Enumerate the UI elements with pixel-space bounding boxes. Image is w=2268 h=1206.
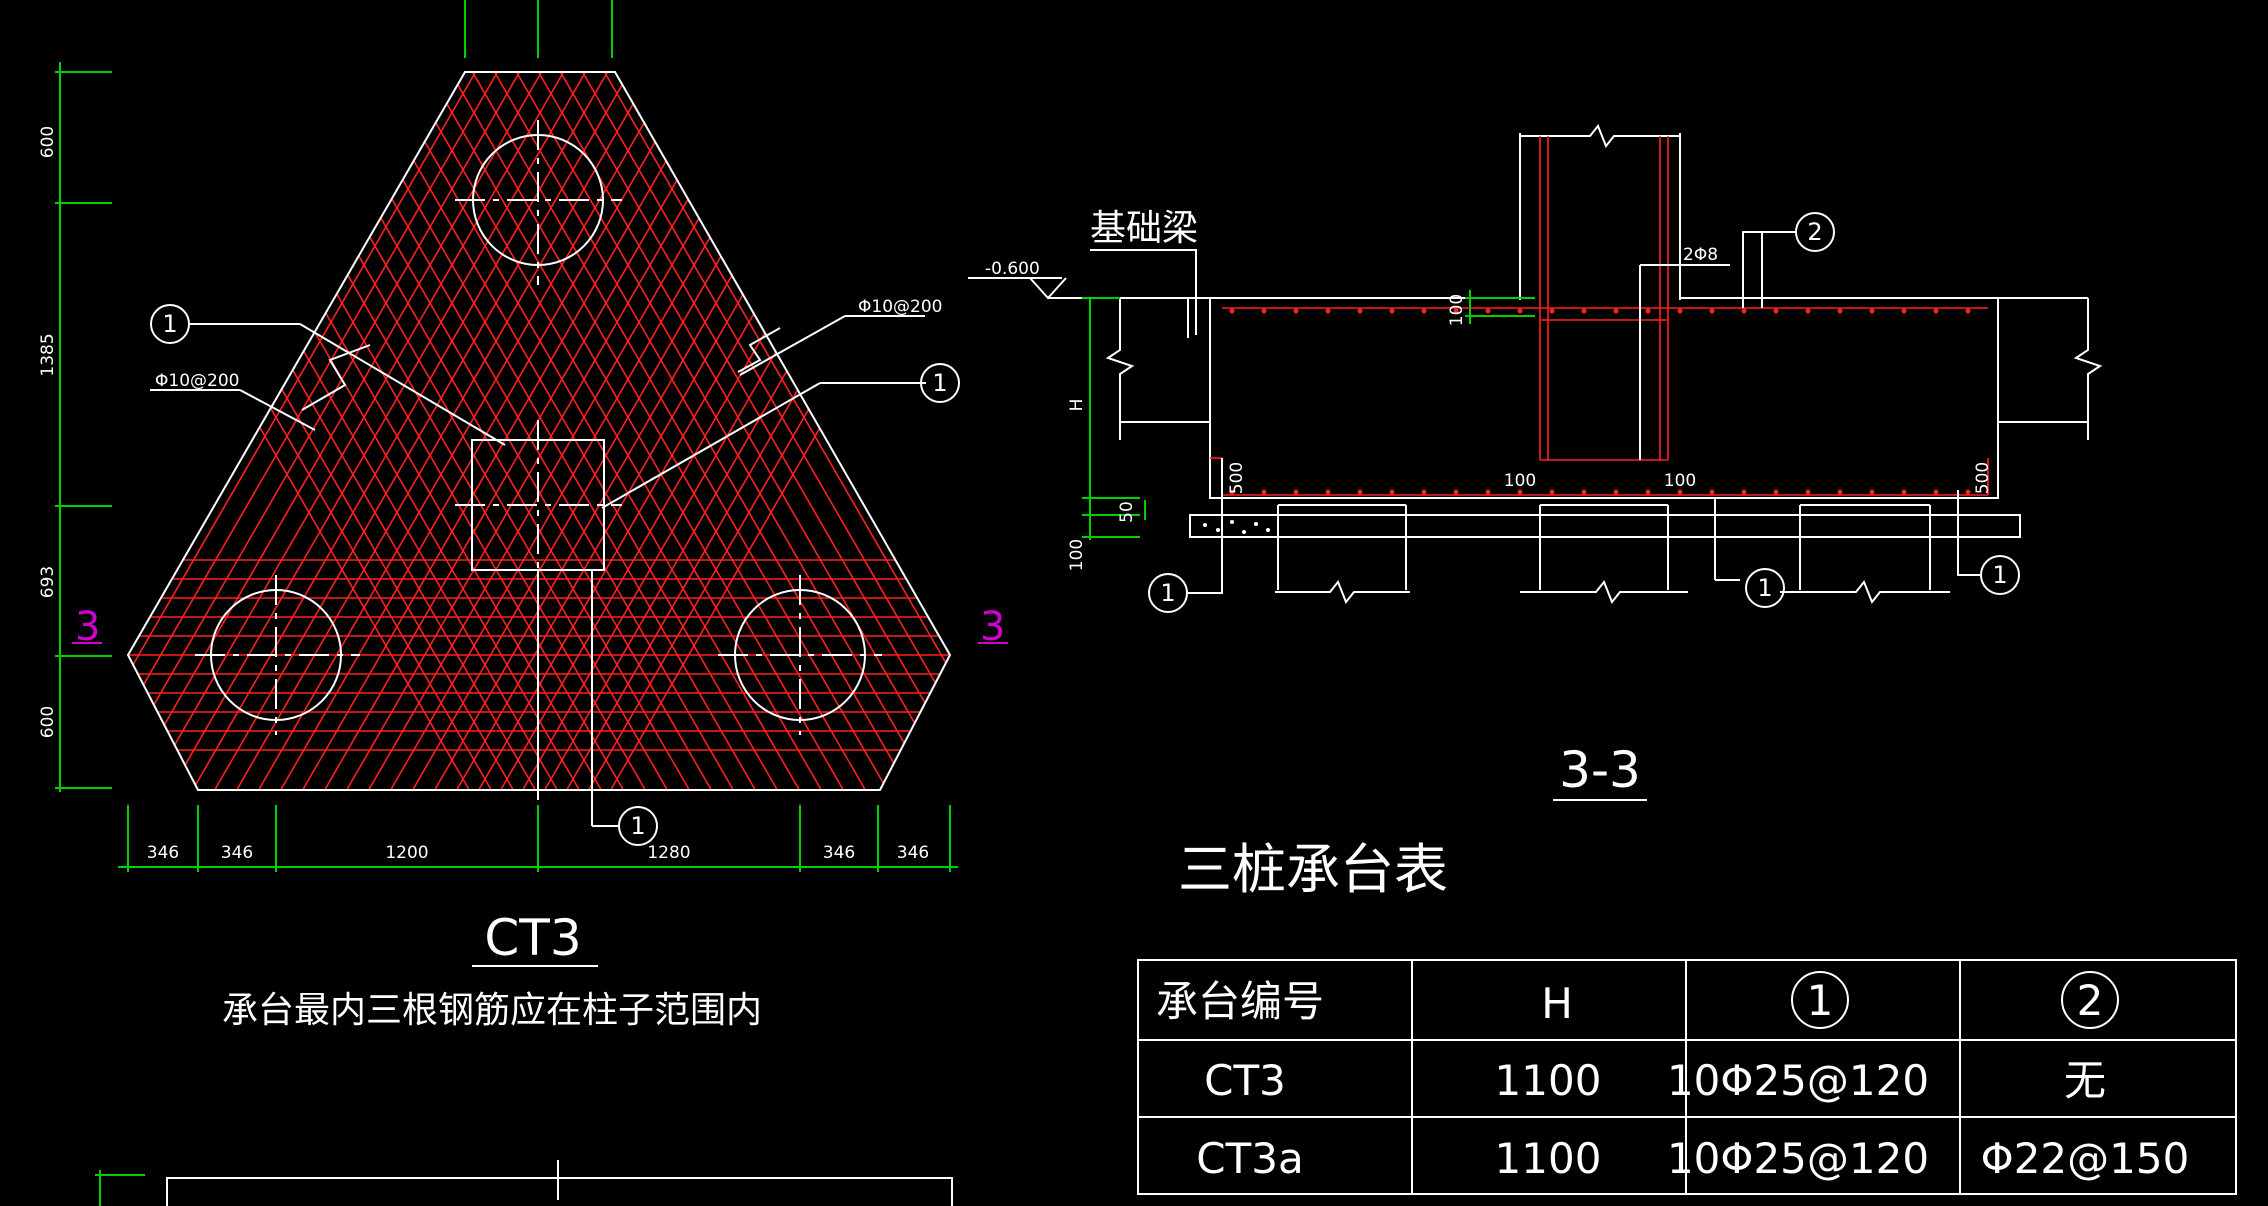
rebar-top-label: 2Φ8 xyxy=(1683,245,1718,265)
table-row-0-col-2: 10Φ25@120 xyxy=(1667,1056,1929,1105)
dim-1385: 1385 xyxy=(38,333,58,376)
callout-1-section-mid: 1 xyxy=(1757,574,1772,602)
section-3-3: -0.600 基础梁 2Φ8 2 1 1 1 xyxy=(968,124,2103,801)
callout-2-section: 2 xyxy=(1807,218,1822,246)
dim-bottom-0: 346 xyxy=(147,843,179,863)
plan-note: 承台最内三根钢筋应在柱子范围内 xyxy=(222,990,762,1031)
elevation-label: -0.600 xyxy=(985,259,1040,279)
table-row-1-col-2: 10Φ25@120 xyxy=(1667,1134,1929,1183)
dim-100-mid-right: 100 xyxy=(1664,471,1696,491)
table-row-1-col-3: Φ22@150 xyxy=(1981,1134,2190,1183)
dim-chain-bottom xyxy=(118,805,958,872)
table-title: 三桩承台表 xyxy=(1178,838,1448,901)
rebar-label-right: Φ10@200 xyxy=(858,297,942,317)
cap-outline xyxy=(126,71,952,791)
table-row-0-col-1: 1100 xyxy=(1495,1056,1602,1105)
dim-bottom-3: 1280 xyxy=(647,843,690,863)
rebar-dots xyxy=(1229,308,1971,495)
table-row-0-col-3: 无 xyxy=(2064,1056,2106,1105)
dim-500-right: 500 xyxy=(1973,462,1993,494)
dim-100-mid-left: 100 xyxy=(1504,471,1536,491)
dim-H: H xyxy=(1067,399,1087,412)
callout-1-section-left: 1 xyxy=(1160,579,1175,607)
dim-bottom-5: 346 xyxy=(897,843,929,863)
table-row-1-col-0: CT3a xyxy=(1196,1134,1303,1183)
pile-cap-plan: 1 1 1 Φ10@200 Φ10@200 3 3 600 1385 693 6… xyxy=(38,0,1008,1206)
callout-1-bottom: 1 xyxy=(630,812,645,840)
dim-chain-left xyxy=(55,62,112,792)
dim-500-left: 500 xyxy=(1227,462,1247,494)
dim-693: 693 xyxy=(38,566,58,598)
callout-1-left: 1 xyxy=(162,310,177,338)
dim-600-top: 600 xyxy=(38,126,58,158)
dim-100-top: 100 xyxy=(1447,294,1467,326)
table-header-2: 1 xyxy=(1807,976,1834,1025)
dim-50: 50 xyxy=(1117,501,1137,523)
dim-600-bot: 600 xyxy=(38,706,58,738)
table-row-1-col-1: 1100 xyxy=(1495,1134,1602,1183)
pile-cap-table: 三桩承台表 承台编号 H 1 2 CT3 1100 10Φ25@120 无 CT… xyxy=(1137,838,2237,1195)
callout-1-right: 1 xyxy=(932,369,947,397)
callout-1-section-right: 1 xyxy=(1992,561,2007,589)
plan-title: CT3 xyxy=(484,909,581,967)
table-row-0-col-0: CT3 xyxy=(1204,1056,1286,1105)
table-header-0: 承台编号 xyxy=(1156,977,1324,1026)
table-header-1: H xyxy=(1541,979,1573,1028)
dim-bottom-4: 346 xyxy=(823,843,855,863)
dim-bottom-2: 1200 xyxy=(385,843,428,863)
table-header-3: 2 xyxy=(2077,976,2104,1025)
dim-100-bot: 100 xyxy=(1067,539,1087,571)
dim-bottom-1: 346 xyxy=(221,843,253,863)
rebar-label-left: Φ10@200 xyxy=(155,371,239,391)
beam-label: 基础梁 xyxy=(1090,208,1198,249)
section-title: 3-3 xyxy=(1559,741,1641,799)
